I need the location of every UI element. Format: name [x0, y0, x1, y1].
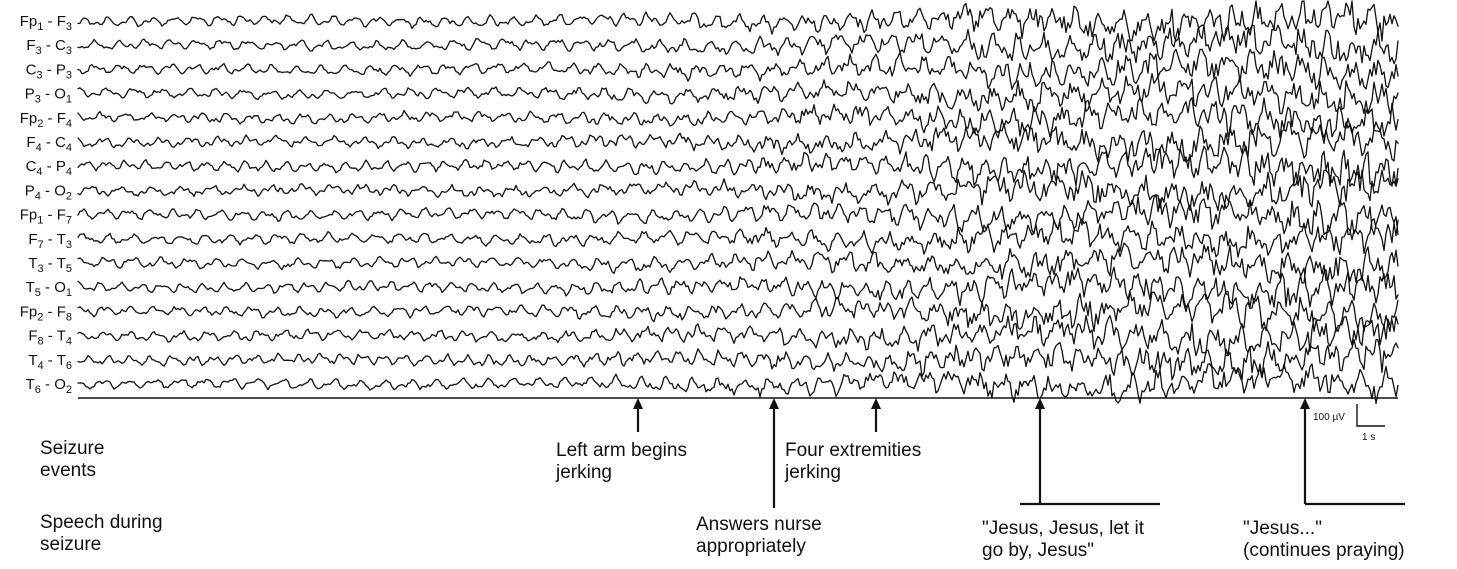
eeg-channel-trace	[77, 266, 1399, 308]
speech-answers-nurse: Answers nurse appropriately	[696, 514, 822, 557]
eeg-traces	[77, 0, 1399, 405]
channel-label: P4 - O2	[25, 182, 72, 202]
seizure-events-header: Seizure events	[40, 438, 105, 481]
channel-label: F3 - C3	[26, 37, 72, 57]
channel-labels: Fp1 - F3 F3 - C3 C3 - P3 P3 - O1 Fp2 - F4 F4 …	[20, 13, 72, 396]
four-extremities-marker-arrowhead	[871, 398, 881, 409]
channel-label: Fp1 - F3	[20, 13, 72, 33]
eeg-channel-trace	[77, 339, 1399, 381]
eeg-channel-trace	[77, 193, 1399, 236]
eeg-channel-trace	[77, 48, 1399, 91]
channel-label: C3 - P3	[26, 61, 72, 81]
channel-label: T5 - O1	[26, 279, 72, 299]
scale-bar: 100 µV 1 s	[1313, 404, 1385, 443]
eeg-channel-trace	[77, 242, 1399, 284]
answers-nurse-marker-arrowhead	[769, 398, 779, 409]
scale-time-label: 1 s	[1362, 432, 1375, 443]
eeg-channel-trace	[77, 0, 1399, 42]
event-left-arm-jerking: Left arm begins jerking	[556, 440, 687, 483]
channel-label: T3 - T5	[28, 255, 72, 275]
channel-label: C4 - P4	[26, 158, 72, 178]
eeg-channel-trace	[77, 169, 1399, 212]
channel-label: F4 - C4	[26, 134, 72, 154]
event-markers	[633, 398, 1405, 508]
speech-jesus-praying: "Jesus..." (continues praying)	[1243, 518, 1405, 561]
eeg-channel-trace	[77, 363, 1399, 405]
eeg-channel-trace	[77, 97, 1399, 139]
channel-label: F7 - T3	[28, 231, 72, 251]
channel-label: Fp2 - F4	[20, 110, 72, 130]
event-four-extremities-jerking: Four extremities jerking	[785, 440, 922, 483]
eeg-channel-trace	[77, 314, 1399, 357]
speech-jesus-let-it-go: "Jesus, Jesus, let it go by, Jesus"	[982, 518, 1144, 561]
channel-label: Fp1 - F7	[20, 207, 72, 227]
channel-label: T6 - O2	[26, 376, 72, 396]
eeg-channel-trace	[77, 24, 1399, 65]
channel-label: P3 - O1	[25, 86, 72, 106]
left-arm-marker-arrowhead	[633, 398, 643, 409]
scale-amplitude-label: 100 µV	[1313, 412, 1345, 423]
channel-label: F8 - T4	[28, 328, 72, 348]
speech-during-seizure-header: Speech during seizure	[40, 512, 163, 555]
channel-label: Fp2 - F8	[20, 303, 72, 323]
eeg-channel-trace	[77, 121, 1399, 163]
eeg-channel-trace	[77, 145, 1399, 187]
eeg-channel-trace	[77, 290, 1399, 333]
jesus-let-it-go-marker-arrowhead	[1035, 398, 1045, 409]
scale-bar-lines	[1356, 404, 1385, 427]
jesus-praying-marker-arrowhead	[1300, 398, 1310, 409]
channel-label: T4 - T6	[28, 352, 72, 372]
eeg-channel-trace	[77, 218, 1399, 258]
eeg-channel-trace	[77, 72, 1399, 115]
